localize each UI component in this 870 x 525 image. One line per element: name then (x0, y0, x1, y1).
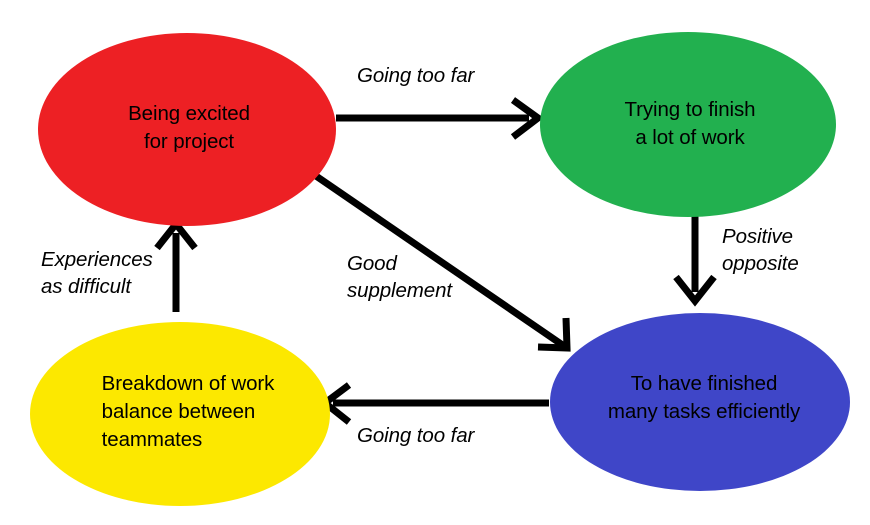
node-label-trying-to-finish: Trying to finish a lot of work (624, 97, 756, 149)
edge-label-red-to-green: Going too far (357, 64, 475, 87)
node-breakdown-of-work[interactable]: Breakdown of work balance between teamma… (30, 322, 330, 506)
node-label-being-excited: Being excited for project (128, 101, 250, 153)
edge-label-green-to-blue: Positive opposite (722, 225, 799, 275)
edge-label-red-to-blue: Good supplement (347, 252, 452, 302)
edge-arrow-blue-to-yellow (319, 382, 549, 425)
node-being-excited[interactable]: Being excited for project (38, 33, 336, 226)
edge-arrow-yellow-to-red (154, 218, 198, 312)
edge-arrow-red-to-green (336, 97, 544, 140)
node-trying-to-finish[interactable]: Trying to finish a lot of work (540, 32, 836, 217)
node-to-have-finished[interactable]: To have finished many tasks efficiently (550, 313, 850, 491)
node-label-breakdown-of-work: Breakdown of work balance between teamma… (101, 372, 275, 451)
edge-label-yellow-to-red: Experiences as difficult (41, 248, 153, 298)
edge-arrow-green-to-blue (673, 216, 717, 307)
node-label-to-have-finished: To have finished many tasks efficiently (607, 372, 801, 423)
edge-label-blue-to-yellow: Going too far (357, 424, 475, 447)
